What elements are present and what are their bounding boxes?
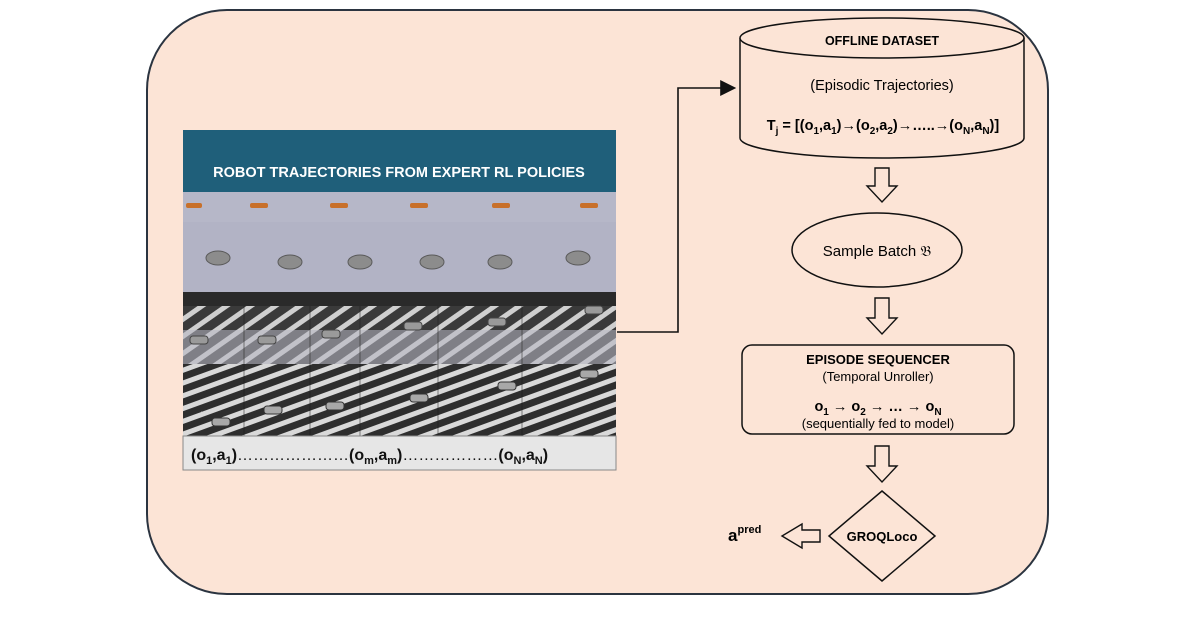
dataset-title: OFFLINE DATASET <box>825 34 939 48</box>
output-arrow <box>780 522 821 550</box>
panel-header-title: ROBOT TRAJECTORIES FROM EXPERT RL POLICI… <box>213 165 585 181</box>
sample-batch-label: Sample Batch 𝔅 <box>823 243 932 260</box>
down-arrow-2 <box>865 297 899 336</box>
down-arrow-1 <box>865 167 899 204</box>
sample-batch-ellipse <box>791 212 963 288</box>
trajectory-sequence: (o1,a1)…………………(om,am)………………(oN,aN) <box>191 447 548 467</box>
panel-header <box>183 130 616 192</box>
dataset-formula: Tj = [(o1,a1)→(o2,a2)→…..→(oN,aN)] <box>767 118 1000 137</box>
grey-robots <box>205 250 591 270</box>
frames-row-4 <box>183 364 616 436</box>
stair-robots <box>189 305 604 345</box>
groqloco-label: GROQLoco <box>847 529 918 544</box>
offline-dataset-cylinder: OFFLINE DATASET (Episodic Trajectories) … <box>739 17 1025 159</box>
groqloco-diamond <box>827 490 937 582</box>
frames-row-1 <box>183 192 616 222</box>
frames-row-3-top <box>183 292 616 306</box>
sequencer-note: (sequentially fed to model) <box>802 416 954 431</box>
stair-robots-2 <box>211 369 599 427</box>
frames-row-2 <box>183 222 616 292</box>
episode-sequencer-box <box>741 344 1015 435</box>
dataset-subtitle: (Episodic Trajectories) <box>810 78 953 94</box>
trajectory-image-panel: ROBOT TRAJECTORIES FROM EXPERT RL POLICI… <box>182 130 617 471</box>
panel-to-dataset-arrow <box>617 80 737 333</box>
sequencer-title: EPISODE SEQUENCER <box>806 352 950 367</box>
prediction-output: apred <box>728 524 761 545</box>
sequence-footer <box>182 435 617 471</box>
sequencer-subtitle: (Temporal Unroller) <box>822 369 933 384</box>
sequencer-sequence: o1 → o2 → … → oN <box>814 399 941 418</box>
orange-robots <box>186 203 598 208</box>
down-arrow-3 <box>865 445 899 484</box>
